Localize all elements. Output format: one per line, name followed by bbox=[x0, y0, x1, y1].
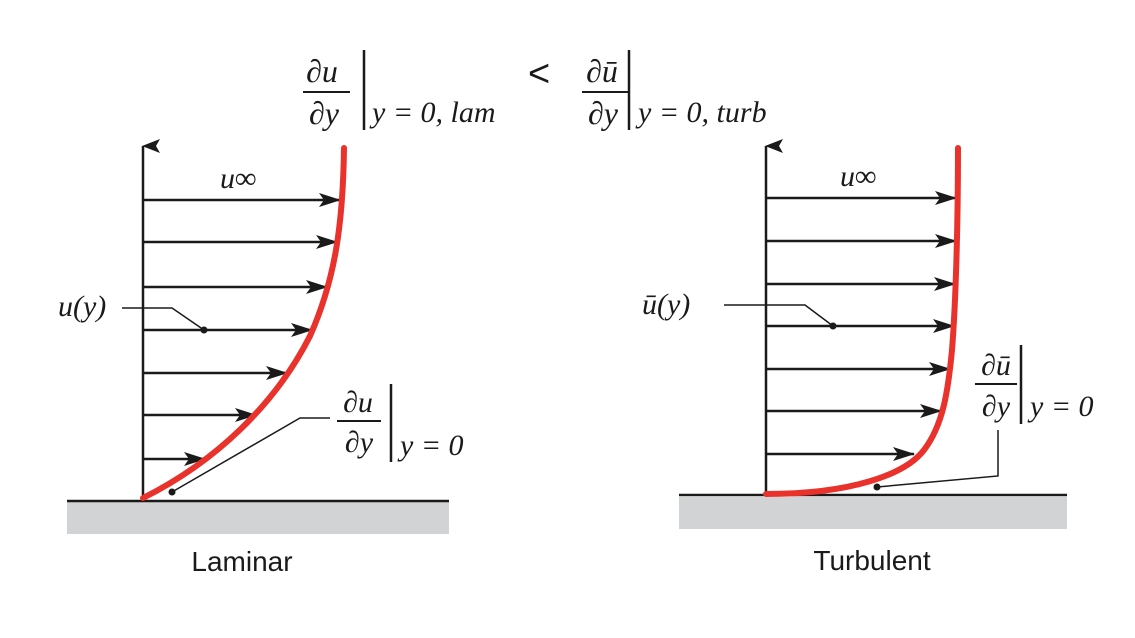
header-lhs-numerator: ∂u bbox=[306, 53, 338, 89]
turbulent-profile-dot bbox=[829, 322, 837, 330]
turbulent-wall bbox=[679, 497, 1067, 529]
turbulent-panel: u∞ ū(y) ∂ū ∂y y = 0 Turbulent bbox=[642, 139, 1094, 576]
turbulent-freestream-label: u∞ bbox=[840, 160, 876, 193]
laminar-gradient-numerator: ∂u bbox=[343, 386, 373, 419]
laminar-profile-dot bbox=[200, 326, 208, 334]
laminar-velocity-profile-curve bbox=[140, 145, 347, 501]
turbulent-gradient-eval: y = 0 bbox=[1027, 390, 1094, 423]
turbulent-profile-leader bbox=[724, 304, 834, 327]
header-inequality: ∂u ∂y y = 0, lam < ∂ū ∂y y = 0, turb bbox=[303, 50, 767, 131]
laminar-panel: u∞ u(y) ∂u ∂y y = 0 Laminar bbox=[58, 139, 464, 577]
turbulent-velocity-profile-curve bbox=[763, 145, 961, 497]
turbulent-caption: Turbulent bbox=[813, 545, 930, 576]
laminar-caption: Laminar bbox=[191, 546, 292, 577]
header-rhs-eval: y = 0, turb bbox=[635, 96, 767, 129]
laminar-gradient-leader bbox=[171, 417, 330, 493]
header-rhs-denominator: ∂y bbox=[588, 95, 619, 131]
laminar-freestream-label: u∞ bbox=[220, 162, 256, 195]
laminar-gradient-denominator: ∂y bbox=[345, 426, 374, 459]
laminar-profile-label: u(y) bbox=[58, 290, 106, 323]
turbulent-profile-label: ū(y) bbox=[642, 288, 690, 321]
laminar-wall bbox=[67, 502, 449, 534]
header-relation: < bbox=[528, 53, 550, 95]
turbulent-gradient-numerator: ∂ū bbox=[981, 349, 1011, 382]
header-rhs-numerator: ∂ū bbox=[586, 53, 618, 89]
turbulent-gradient-leader bbox=[876, 430, 999, 488]
header-lhs-eval: y = 0, lam bbox=[369, 96, 496, 129]
laminar-profile-leader bbox=[122, 307, 205, 331]
turbulent-gradient-denominator: ∂y bbox=[982, 390, 1011, 423]
laminar-gradient-eval: y = 0 bbox=[397, 429, 464, 462]
header-lhs-denominator: ∂y bbox=[309, 95, 340, 131]
